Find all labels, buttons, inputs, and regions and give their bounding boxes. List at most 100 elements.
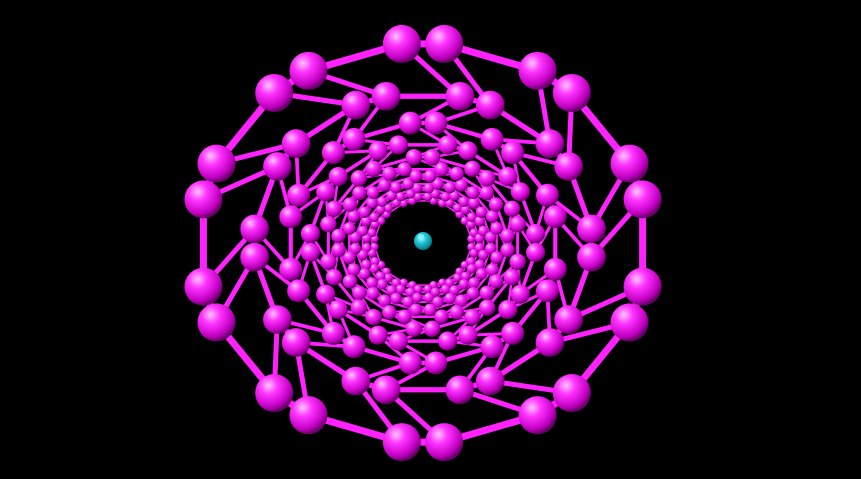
carbon-atom (342, 251, 356, 265)
carbon-atom (474, 259, 485, 271)
carbon-atom (321, 141, 345, 165)
carbon-atom (184, 267, 223, 306)
carbon-atom (509, 216, 526, 233)
carbon-atom (366, 197, 378, 209)
carbon-atom (370, 220, 380, 229)
carbon-atom (342, 274, 358, 289)
carbon-atom (413, 284, 423, 294)
carbon-atom (510, 182, 530, 202)
carbon-atom (321, 321, 345, 345)
carbon-atom (279, 205, 303, 229)
carbon-atom (300, 223, 320, 244)
carbon-atom (432, 296, 444, 308)
carbon-atom (623, 267, 662, 306)
carbon-atom (388, 135, 408, 155)
carbon-atom (423, 192, 433, 202)
carbon-atom (281, 328, 311, 357)
carbon-atom (375, 204, 386, 215)
carbon-atom (485, 263, 499, 277)
carbon-atom (263, 305, 292, 334)
carbon-atom (390, 181, 402, 194)
carbon-atom (347, 263, 361, 277)
carbon-atom (423, 169, 437, 183)
carbon-atom (281, 129, 311, 158)
carbon-atom (383, 203, 393, 213)
carbon-atom (444, 181, 456, 194)
carbon-atom (255, 374, 294, 413)
carbon-atom (478, 225, 489, 237)
carbon-atom (349, 242, 362, 255)
carbon-atom (449, 190, 460, 201)
carbon-atom (432, 178, 444, 190)
carbon-atom (382, 305, 397, 320)
carbon-atom (423, 284, 433, 294)
carbon-atom (361, 215, 372, 227)
carbon-atom (331, 242, 346, 258)
carbon-atom (300, 242, 320, 263)
carbon-atom (478, 249, 489, 261)
carbon-atom (383, 273, 393, 283)
carbon-atom (460, 271, 471, 282)
carbon-atom (501, 321, 525, 345)
carbon-atom (445, 81, 475, 111)
carbon-atom (480, 335, 504, 359)
carbon-atom (449, 285, 460, 296)
carbon-atom (423, 148, 441, 166)
carbon-atom (395, 284, 406, 295)
carbon-atom (411, 292, 423, 303)
carbon-atom (320, 216, 337, 233)
carbon-atom (325, 269, 343, 286)
carbon-atom (342, 197, 358, 212)
carbon-atom (382, 423, 421, 462)
carbon-atom (423, 183, 435, 194)
carbon-atom (510, 284, 530, 304)
carbon-atom (490, 251, 504, 265)
carbon-atom (386, 190, 397, 201)
carbon-atom (371, 81, 401, 111)
carbon-atom (366, 186, 380, 200)
carbon-atom (342, 127, 366, 151)
carbon-atom (397, 162, 412, 177)
carbon-atom (287, 183, 311, 207)
carbon-atom (535, 328, 565, 357)
carbon-atom (434, 309, 449, 324)
carbon-atom (378, 178, 391, 192)
carbon-atom (366, 277, 378, 289)
carbon-atom (240, 242, 269, 272)
carbon-atom (501, 141, 525, 165)
carbon-atom (458, 278, 470, 290)
carbon-atom (460, 204, 471, 215)
carbon-atom (197, 303, 236, 342)
carbon-atom (543, 205, 567, 229)
carbon-atom (466, 220, 476, 229)
carbon-atom (388, 331, 408, 351)
carbon-atom (352, 285, 367, 301)
carbon-atom (325, 200, 343, 217)
carbon-atom (484, 242, 497, 255)
carbon-atom (440, 284, 451, 295)
carbon-atom (365, 160, 382, 177)
carbon-atom (423, 303, 437, 317)
carbon-atom (376, 196, 388, 208)
carbon-atom (518, 51, 557, 90)
central-atom-group (414, 232, 432, 250)
carbon-atom (350, 170, 368, 187)
carbon-atom (289, 51, 328, 90)
carbon-atom (184, 180, 223, 219)
carbon-atom (535, 279, 559, 303)
carbon-atom (554, 305, 583, 334)
carbon-atom (466, 212, 477, 223)
carbon-atom (535, 129, 565, 158)
carbon-atom (289, 396, 328, 435)
carbon-atom (402, 178, 414, 190)
carbon-atom (425, 24, 464, 63)
carbon-atom (577, 242, 606, 272)
carbon-atom (552, 73, 591, 112)
carbon-atom (500, 228, 515, 244)
carbon-atom (490, 221, 504, 235)
carbon-atom (610, 144, 649, 183)
carbon-atom (370, 257, 380, 266)
carbon-atom (342, 335, 366, 359)
carbon-atom (395, 191, 406, 202)
